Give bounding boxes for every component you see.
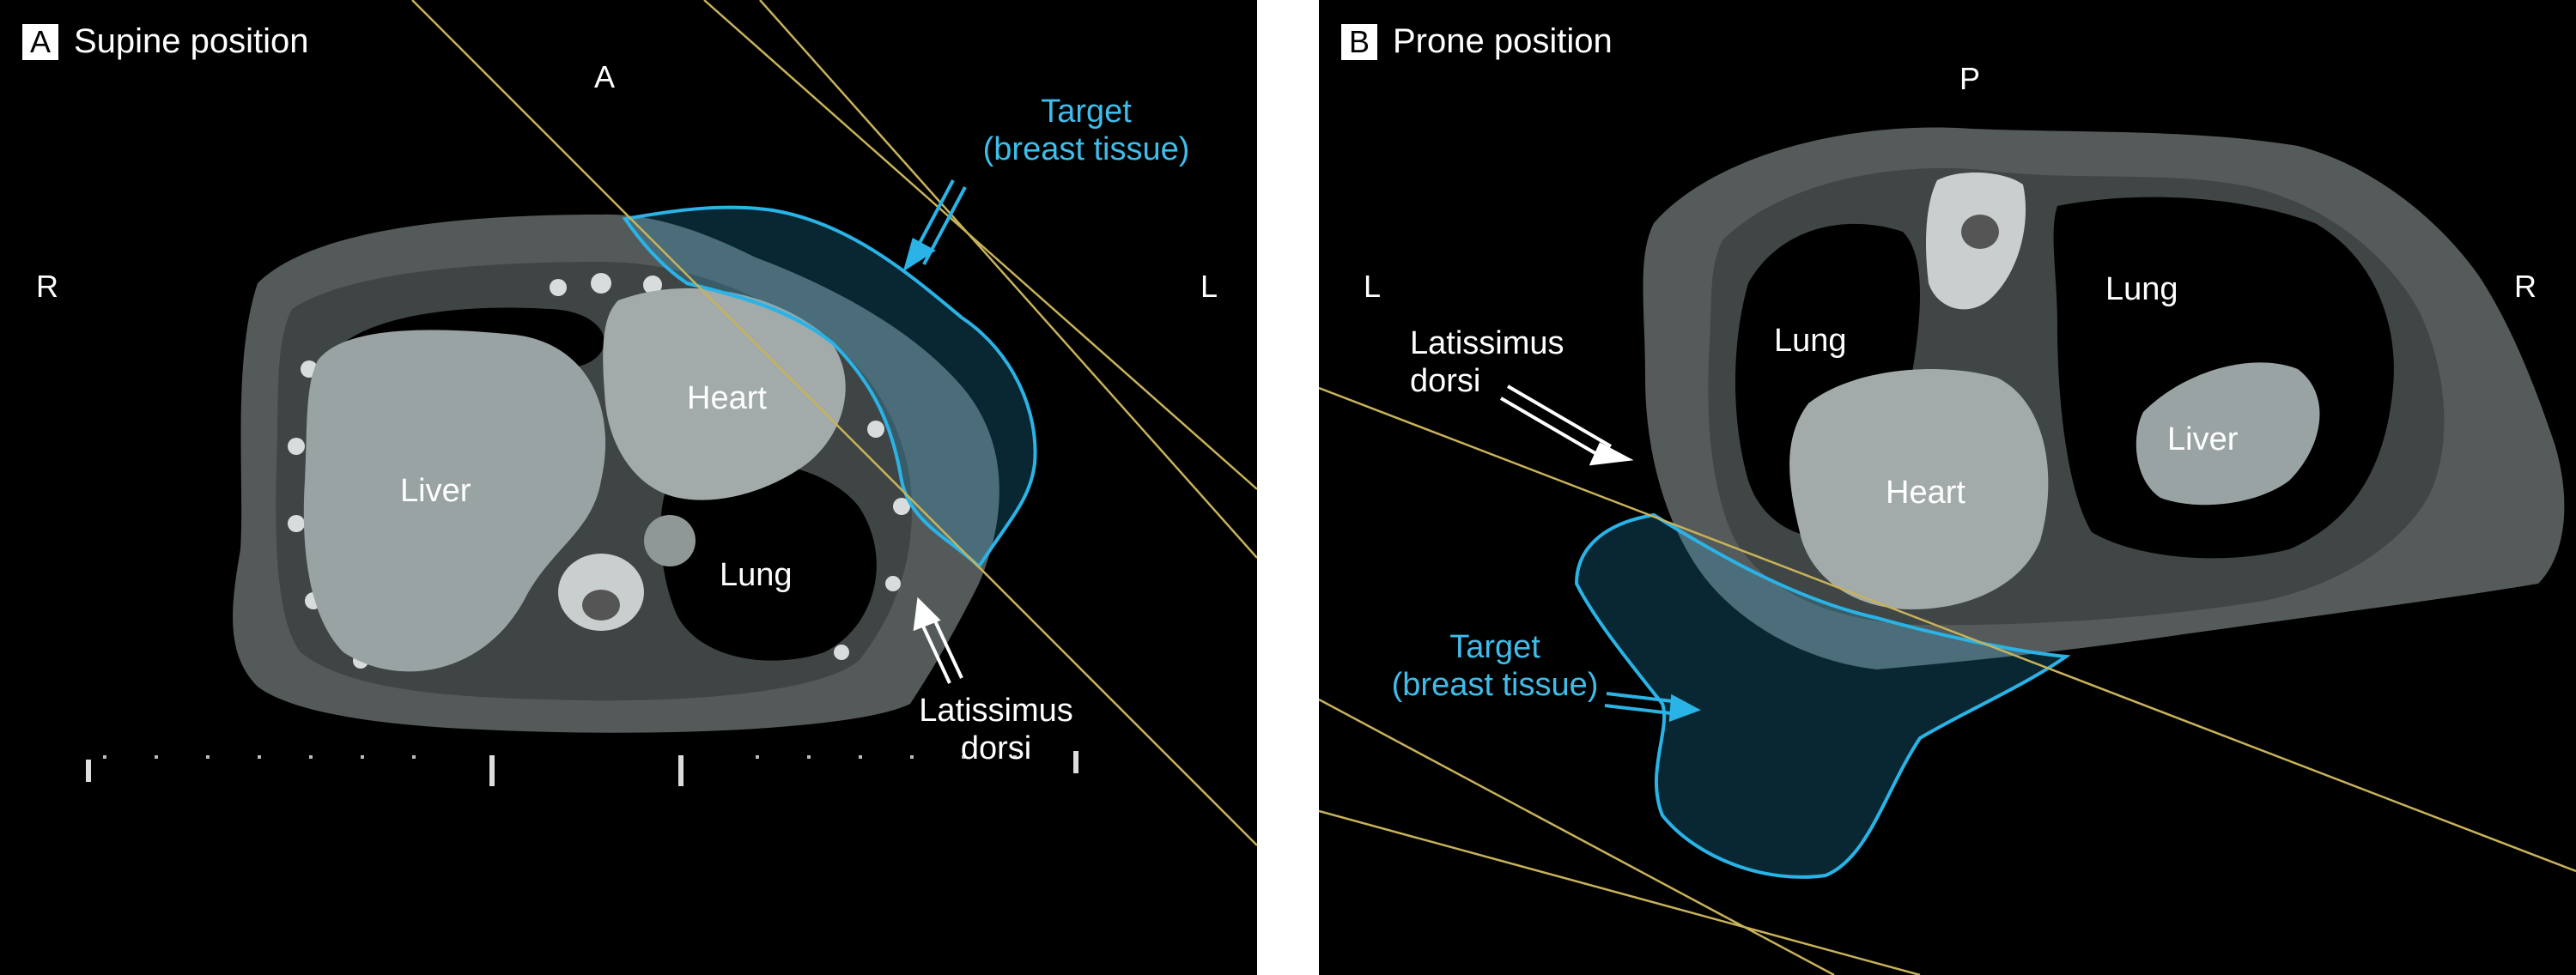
label-lung-a: Lung [720,557,793,593]
panel-a-title-text: Supine position [74,22,309,60]
orientation-right-a: L [1200,269,1218,304]
label-target-b: Target (breast tissue) [1370,628,1619,704]
label-heart-a: Heart [687,380,767,416]
heart [603,288,846,500]
orientation-right-b: R [2514,269,2537,304]
label-latissimus-b-line2: dorsi [1410,363,1481,399]
label-lung-left-b: Lung [1774,323,1847,359]
label-target-a-line1: Target [1041,94,1132,130]
orientation-left-a: R [36,269,58,304]
lung-cavity-left [660,462,877,661]
beam-lines [411,0,1257,846]
label-heart-b: Heart [1886,475,1965,511]
panel-prone: B Prone position P L R Lung Lung Heart L… [1319,0,2576,975]
latissimus-arrow [1499,385,1634,466]
label-liver-a: Liver [400,473,471,509]
panel-b-letter: B [1341,23,1377,60]
panel-a-title: A Supine position [22,22,309,61]
ct-scan-prone [1319,127,2576,975]
label-latissimus-a: Latissimus dorsi [893,692,1099,767]
label-target-b-line1: Target [1449,629,1540,665]
label-lung-right-b: Lung [2105,271,2178,307]
latissimus-arrow [913,597,963,684]
label-latissimus-a-line2: dorsi [960,730,1032,766]
liver [303,330,606,672]
ct-table [86,751,1078,786]
target-arrow [1604,692,1701,722]
beam-lines [1319,386,2576,975]
panel-b-title: B Prone position [1341,22,1613,61]
orientation-top-a: A [594,59,616,94]
panel-supine: A Supine position A R L Heart Liver Lung… [0,0,1257,975]
liver [2136,362,2320,506]
target-breast-outline [622,205,1037,570]
label-target-b-line2: (breast tissue) [1391,667,1599,703]
label-latissimus-b: Latissimus dorsi [1410,324,1564,400]
panel-a-letter: A [22,23,58,60]
orientation-left-b: L [1364,269,1382,304]
aorta [644,515,696,566]
panel-b-title-text: Prone position [1393,22,1613,60]
label-latissimus-b-line1: Latissimus [1410,325,1564,361]
label-target-a: Target (breast tissue) [962,93,1211,168]
label-liver-b: Liver [2167,421,2239,457]
label-target-a-line2: (breast tissue) [982,131,1190,167]
ct-scan-supine [86,0,1257,846]
heart [1789,369,2049,609]
target-breast-outline [1574,512,2071,879]
label-latissimus-a-line1: Latissimus [919,693,1073,729]
target-arrow [902,179,967,272]
orientation-top-b: P [1959,61,1981,96]
